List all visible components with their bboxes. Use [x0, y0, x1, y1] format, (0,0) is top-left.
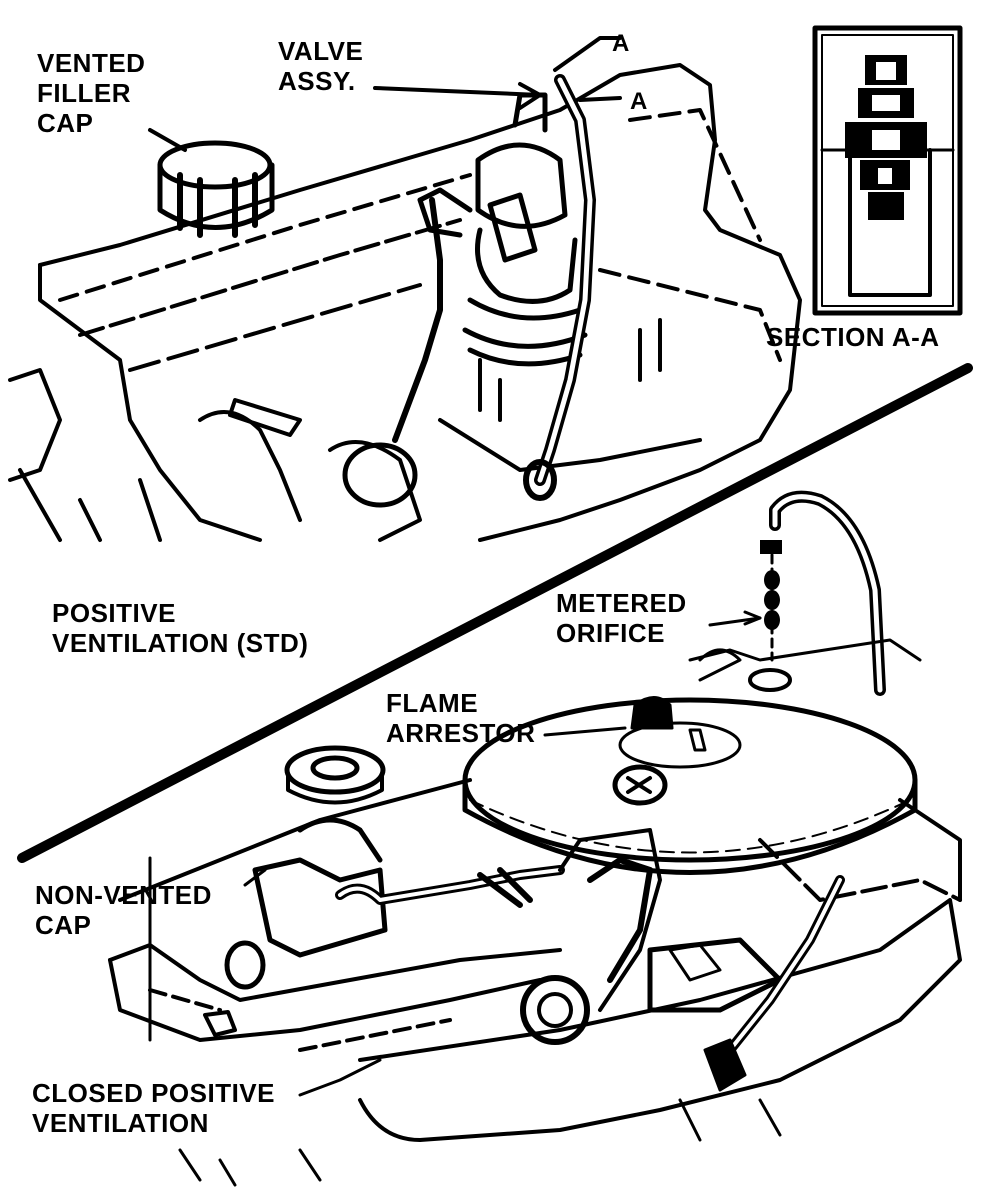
flame-arrestor-line-1: FLAME: [386, 688, 479, 718]
top-engine-drawing: [8, 36, 802, 542]
positive-ventilation-std-label: POSITIVE VENTILATION (STD): [52, 598, 308, 658]
valve-assy-line-2: ASSY.: [278, 66, 356, 96]
section-a-a-inset: [812, 25, 963, 316]
section-a-a-text: SECTION A-A: [766, 322, 940, 352]
vented-filler-cap-label: VENTED FILLER CAP: [37, 48, 145, 138]
flame-arrestor-label: FLAME ARRESTOR: [386, 688, 535, 748]
vented-filler-cap-line-1: VENTED: [37, 48, 146, 78]
positive-ventilation-line-1: POSITIVE: [52, 598, 176, 628]
positive-ventilation-line-2: VENTILATION (STD): [52, 628, 309, 658]
non-vented-cap-line-1: NON-VENTED: [35, 880, 212, 910]
section-mark-a-lower: A: [630, 88, 648, 115]
metered-orifice-line-2: ORIFICE: [556, 618, 665, 648]
valve-assy-label: VALVE ASSY.: [278, 36, 363, 96]
non-vented-cap-label: NON-VENTED CAP: [35, 880, 212, 940]
non-vented-cap-line-2: CAP: [35, 910, 92, 940]
closed-positive-ventilation-line-1: CLOSED POSITIVE: [32, 1078, 275, 1108]
leader-lines: [148, 610, 762, 1097]
metered-orifice-label: METERED ORIFICE: [556, 588, 687, 648]
flame-arrestor-line-2: ARRESTOR: [386, 718, 536, 748]
valve-assy-line-1: VALVE: [278, 36, 364, 66]
section-mark-a-upper: A: [612, 30, 630, 57]
diagonal-divider: [17, 363, 973, 863]
metered-orifice-line-1: METERED: [556, 588, 687, 618]
bottom-engine-drawing: [108, 490, 962, 1187]
vented-filler-cap-line-2: FILLER: [37, 78, 131, 108]
closed-positive-ventilation-line-2: VENTILATION: [32, 1108, 209, 1138]
closed-positive-ventilation-label: CLOSED POSITIVE VENTILATION: [32, 1078, 275, 1138]
section-a-a-label: SECTION A-A: [766, 322, 940, 352]
vented-filler-cap-line-3: CAP: [37, 108, 94, 138]
